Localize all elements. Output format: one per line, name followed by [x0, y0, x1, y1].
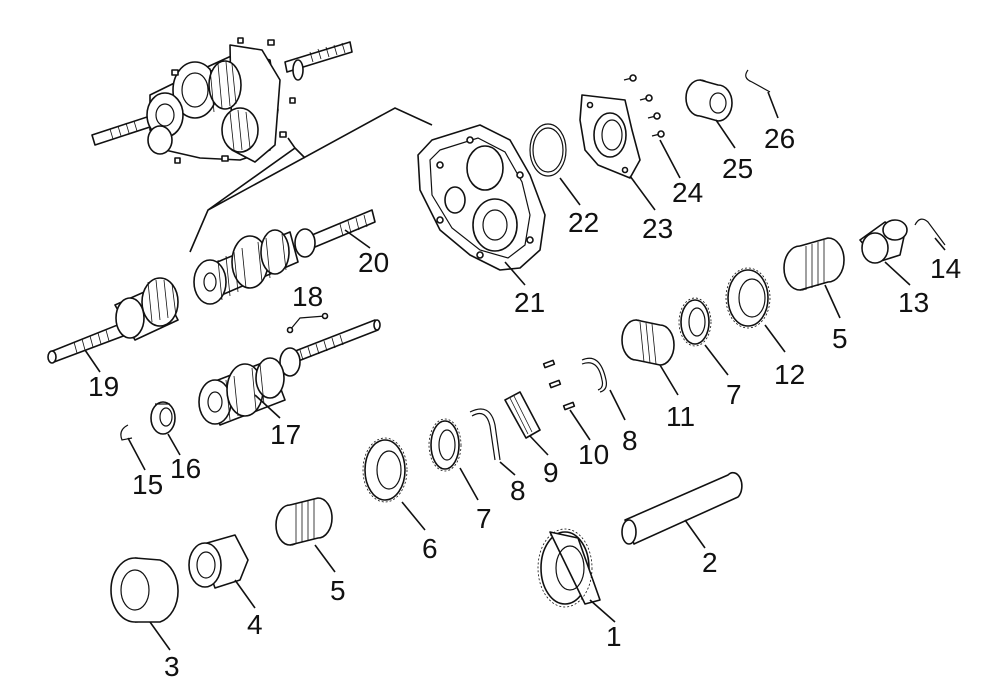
callout-25: 25: [722, 153, 753, 184]
part-snap-ring-22: [529, 123, 567, 177]
callout-20: 20: [358, 247, 389, 278]
callout-24: 24: [672, 177, 703, 208]
part-bearing-3: [110, 557, 179, 623]
leader-lines: [84, 91, 946, 651]
callout-5-left: 5: [330, 575, 346, 606]
part-gear-1: [537, 528, 601, 608]
part-cover-plate-23: [579, 94, 641, 179]
callout-26: 26: [764, 123, 795, 154]
callout-10: 10: [578, 439, 609, 470]
part-sleeve-11: [621, 319, 675, 366]
part-circlip-26: [745, 69, 771, 93]
callout-2: 2: [702, 547, 718, 578]
callout-18: 18: [292, 281, 323, 312]
callout-22: 22: [568, 207, 599, 238]
part-mainshaft: [193, 209, 376, 305]
callout-15: 15: [132, 469, 163, 500]
assembly-bracket-line: [189, 107, 433, 253]
part-circlip-15: [120, 424, 133, 441]
part-snap-ring-8-right: [581, 357, 607, 393]
callout-7-mid: 7: [476, 503, 492, 534]
callout-labels: 1 2 3 4 5 5 6 7 7 8 8 9 10 11 12 13 14 1…: [88, 123, 961, 682]
part-oil-seal-25: [685, 79, 733, 122]
part-gear-6: [362, 437, 408, 503]
callout-3: 3: [164, 651, 180, 682]
callout-6: 6: [422, 533, 438, 564]
part-bushing-4: [188, 534, 249, 589]
callout-19: 19: [88, 371, 119, 402]
callout-11: 11: [666, 401, 695, 432]
callout-23: 23: [642, 213, 673, 244]
callout-1: 1: [606, 621, 622, 652]
part-bushing-13: [859, 219, 908, 264]
callout-16: 16: [170, 453, 201, 484]
part-shaft-2: [621, 471, 743, 545]
callout-14: 14: [930, 253, 961, 284]
callout-9: 9: [543, 457, 559, 488]
callout-13: 13: [898, 287, 929, 318]
part-spring-pin: [286, 312, 329, 334]
part-gear-12: [725, 267, 771, 329]
callout-8-right: 8: [622, 425, 638, 456]
part-synchro-ring-7-mid: [428, 418, 462, 472]
part-snap-ring-8-mid: [469, 408, 501, 461]
part-needle-bearing-5-left: [275, 497, 333, 546]
transmission-assembly-illustration: [91, 37, 353, 164]
part-input-shaft: [47, 277, 179, 364]
part-bearing-16: [150, 401, 176, 435]
callout-4: 4: [247, 609, 263, 640]
part-hub-9: [504, 391, 541, 439]
callout-21: 21: [514, 287, 545, 318]
callout-8-mid: 8: [510, 475, 526, 506]
callout-7-right: 7: [726, 379, 742, 410]
part-case-housing: [417, 124, 546, 271]
part-countershaft: [198, 319, 381, 426]
part-clip-14: [914, 218, 946, 246]
callout-5-right: 5: [832, 323, 848, 354]
part-bolts-24: [623, 74, 665, 138]
callout-17: 17: [270, 419, 301, 450]
part-synchro-ring-7-right: [678, 297, 712, 347]
callout-12: 12: [774, 359, 805, 390]
part-needle-bearing-5-right: [783, 237, 845, 291]
part-keys-10: [542, 359, 576, 411]
